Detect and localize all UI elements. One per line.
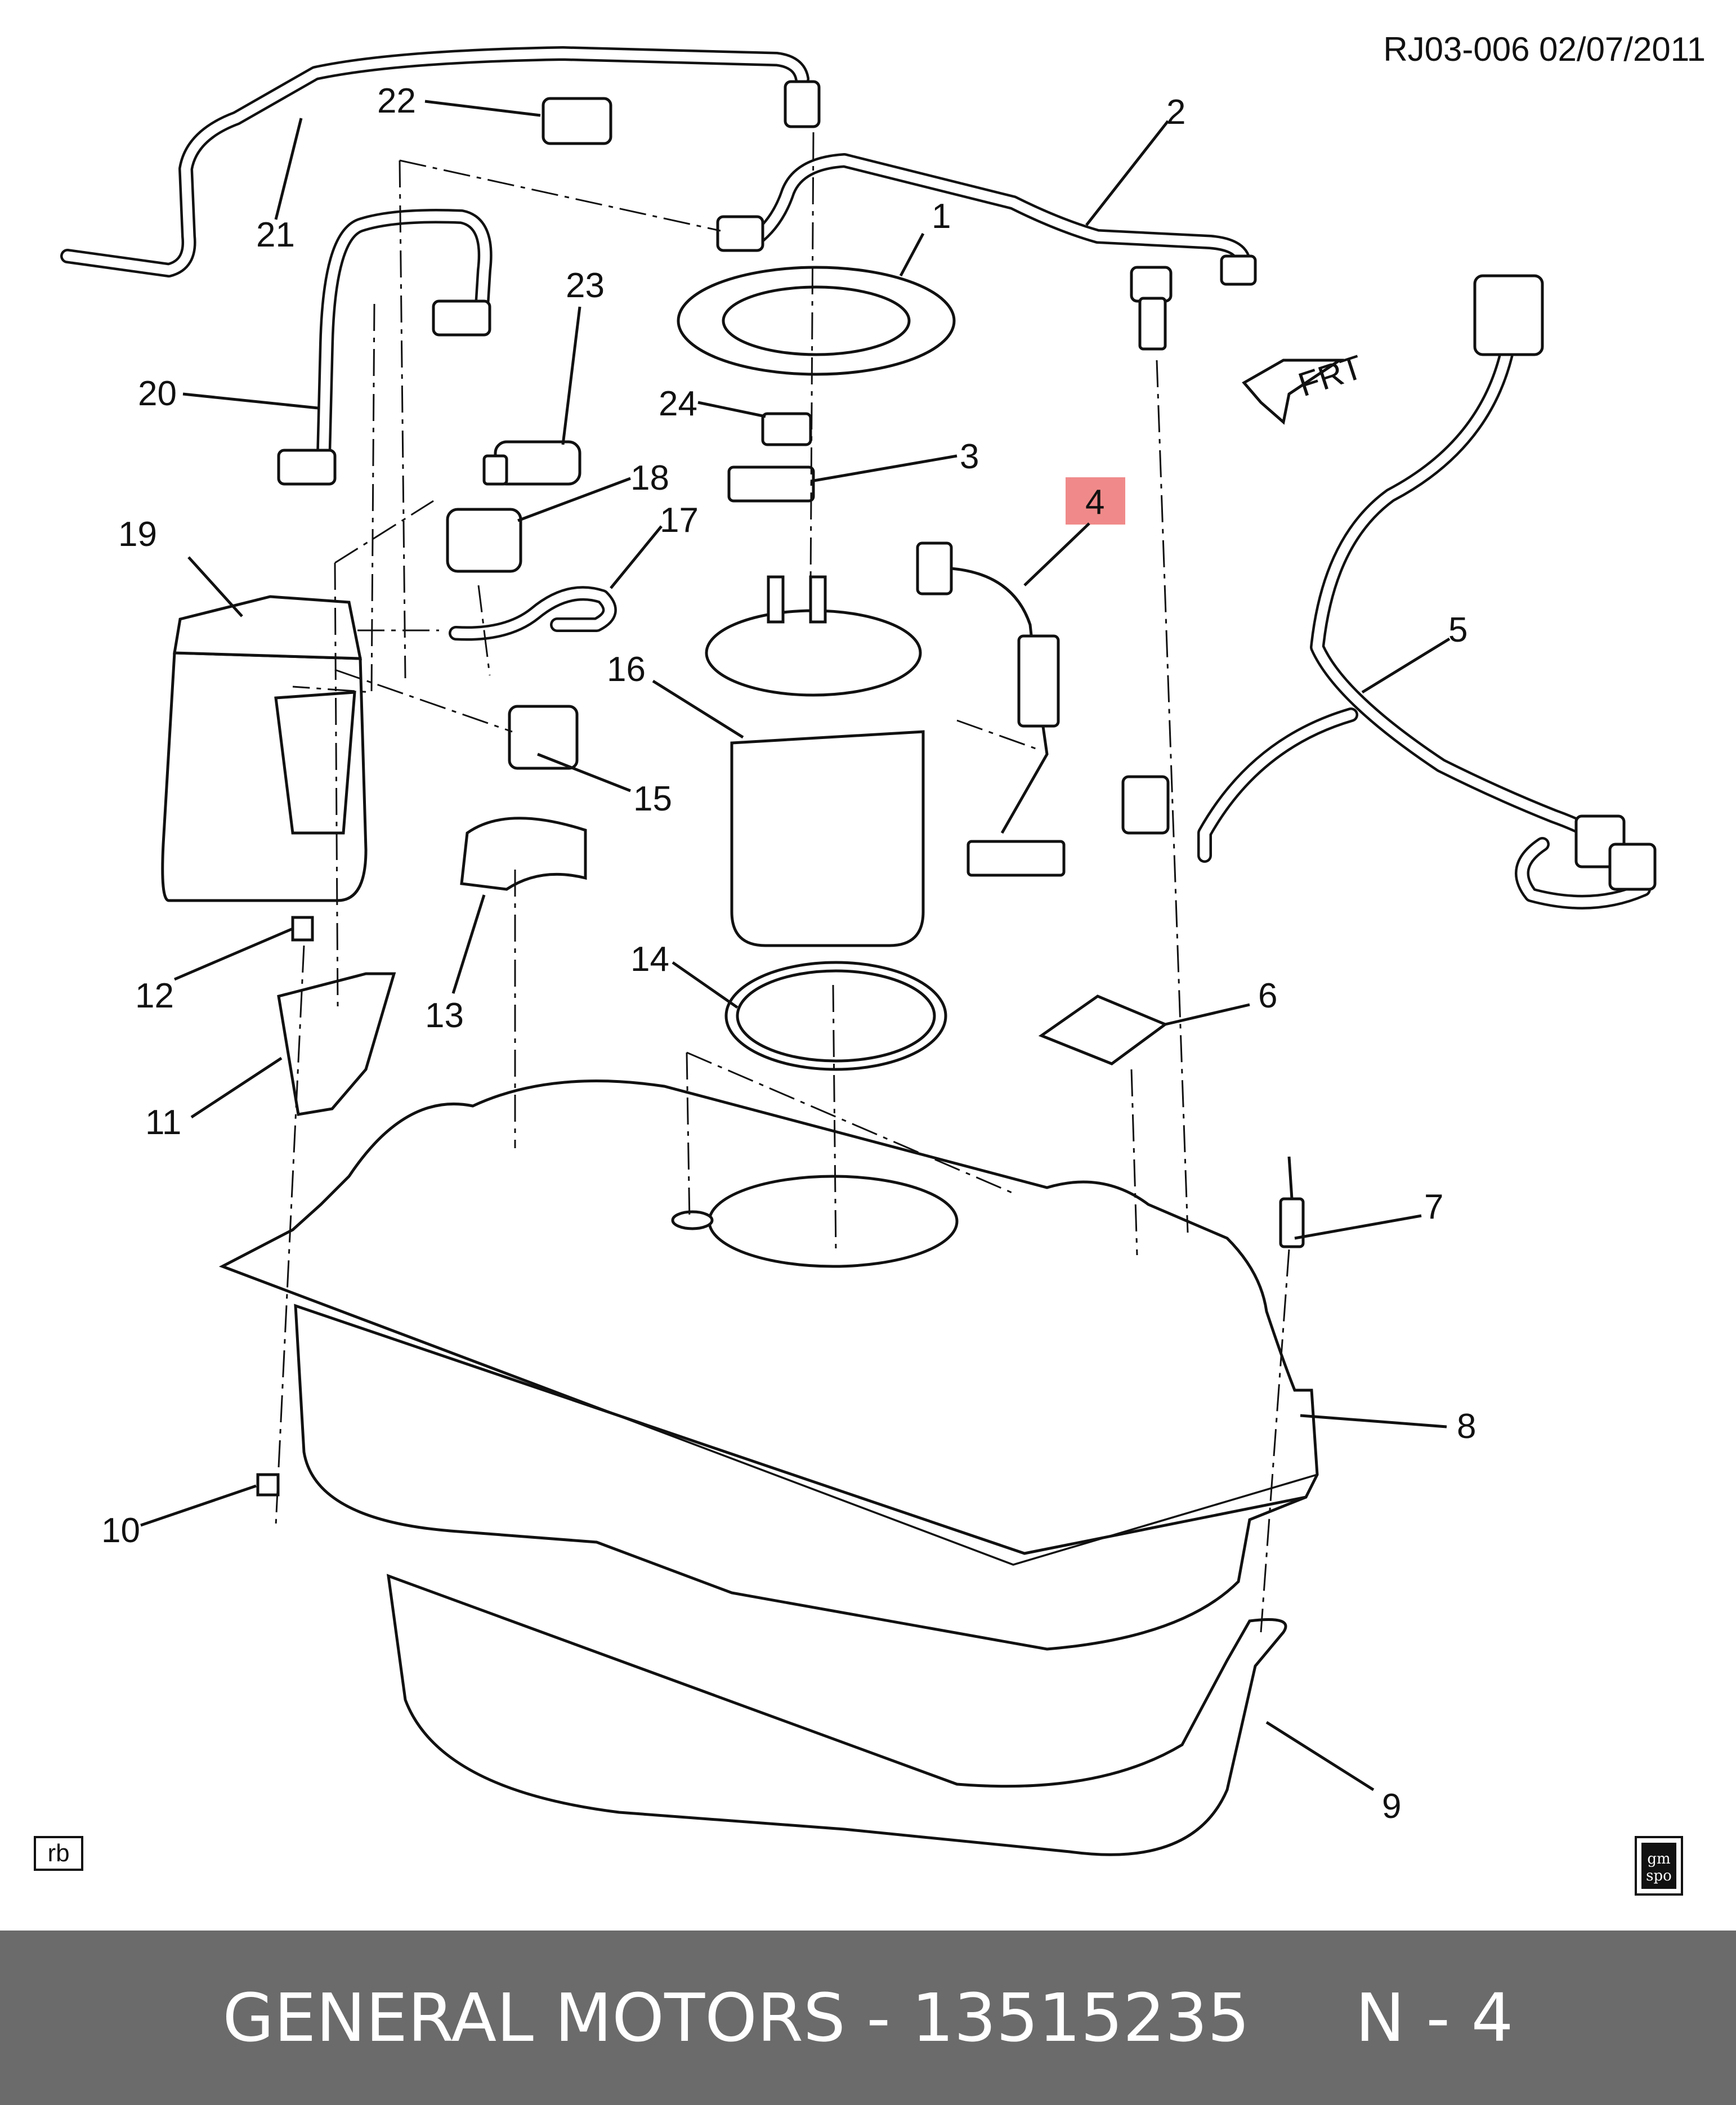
callout-20: 20: [138, 374, 177, 413]
wiring-harness-5: [1121, 274, 1657, 910]
valve-23: [482, 440, 581, 486]
callout-15: 15: [633, 780, 672, 818]
hose-21: [60, 46, 821, 277]
callout-13: 13: [425, 996, 464, 1035]
callout-4: 4: [1085, 483, 1104, 522]
canister-19: [161, 595, 368, 902]
callout-11: 11: [145, 1103, 181, 1142]
parts-diagram: RJ03-006 02/07/2011 FRT 1 2 3 4 5 6 7 8 …: [34, 30, 1706, 1896]
gm-spo-logo-text: gm spo: [1641, 1843, 1676, 1889]
callout-8: 8: [1457, 1407, 1476, 1446]
valve-18: [446, 508, 522, 573]
fuel-sender-4: [916, 541, 1066, 877]
callout-21: 21: [256, 216, 295, 254]
callout-1: 1: [932, 197, 951, 236]
diagram-drawing: RJ03-006 02/07/2011 FRT 1 2 3 4 5 6 7 8 …: [60, 30, 1706, 1856]
clip-24: [761, 412, 812, 446]
callout-10: 10: [101, 1511, 140, 1550]
front-marker: FRT: [1294, 348, 1367, 404]
callout-18: 18: [630, 459, 669, 498]
heat-shield-13: [460, 817, 587, 891]
seal-ring-14: [724, 961, 947, 1071]
footer-caption: GENERAL MOTORS - 13515235 N - 4: [222, 1979, 1514, 2057]
header-code: RJ03-006 02/07/2011: [1383, 30, 1706, 68]
lock-ring-1: [677, 266, 956, 376]
bracket-11: [277, 972, 396, 1116]
nut-10: [256, 1473, 280, 1497]
callout-3: 3: [960, 437, 979, 476]
callout-5: 5: [1448, 611, 1467, 650]
callout-24: 24: [659, 384, 697, 423]
connector-3: [727, 465, 815, 503]
footer-bar: GENERAL MOTORS - 13515235 N - 4: [0, 1931, 1736, 2105]
callout-12: 12: [135, 977, 174, 1015]
callout-17: 17: [660, 501, 699, 540]
pump-module-16: [705, 575, 925, 947]
bolt-12: [291, 916, 314, 942]
gm-spo-logo: gm spo: [1635, 1836, 1683, 1896]
fuel-tank-8: [218, 1080, 1319, 1651]
hose-2: [716, 153, 1257, 351]
callout-22: 22: [377, 82, 416, 120]
clip-15: [508, 705, 579, 770]
front-arrow: [1242, 359, 1345, 425]
push-pin-7: [1279, 1156, 1305, 1248]
callout-19: 19: [118, 515, 157, 554]
callout-14: 14: [630, 940, 669, 979]
callout-6: 6: [1258, 977, 1277, 1015]
callout-2: 2: [1166, 93, 1185, 132]
callout-23: 23: [566, 266, 605, 305]
corner-badge: rb: [34, 1836, 83, 1871]
leader-lines: [140, 100, 1451, 1792]
connector-22: [542, 97, 612, 145]
callout-16: 16: [607, 650, 646, 689]
pad-6: [1038, 995, 1169, 1065]
tank-shield-9: [386, 1574, 1287, 1856]
callout-9: 9: [1382, 1787, 1401, 1826]
highlight-part-4: [1066, 477, 1125, 525]
hose-20: [277, 209, 493, 486]
assembly-lines: [275, 132, 1290, 1633]
callout-7: 7: [1424, 1188, 1443, 1226]
